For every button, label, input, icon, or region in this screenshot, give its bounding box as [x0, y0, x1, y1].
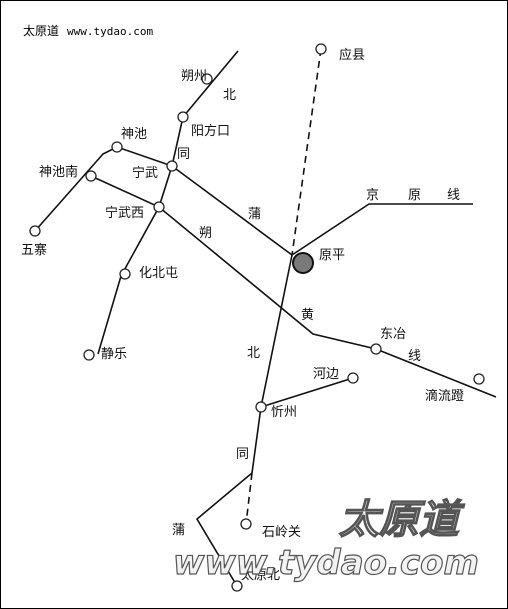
watermark: 太原道 www.tydao.com [172, 495, 479, 583]
station-yangfangkou-marker[interactable] [177, 111, 189, 123]
label-taiyuanbei: 太原北 [241, 568, 280, 583]
line-char-tong-south: 同 [236, 447, 249, 462]
label-shuozhou: 朔州 [181, 69, 207, 84]
station-yuanping-hub[interactable] [292, 252, 314, 274]
station-ningwuxi-marker[interactable] [153, 201, 165, 213]
station-shenchinan-marker[interactable] [85, 170, 97, 182]
label-yingxian: 应县 [339, 47, 365, 63]
line-char-yuan: 原 [408, 188, 421, 203]
line-char-huang: 黄 [301, 308, 314, 323]
station-shilingguan-marker[interactable] [240, 518, 252, 530]
station-jingle-marker[interactable] [83, 349, 95, 361]
label-dongye: 东冶 [380, 327, 406, 342]
label-huabeitun: 化北屯 [139, 266, 178, 281]
station-yingxian-marker[interactable] [315, 43, 327, 55]
label-hebian: 河边 [313, 367, 339, 382]
line-char-bei-south: 北 [247, 346, 260, 361]
station-dongye-marker[interactable] [370, 343, 382, 355]
label-yuanping: 原平 [319, 248, 345, 263]
line-char-xian-shuohuang: 线 [408, 349, 421, 364]
header-site-name: 太原道 [23, 23, 59, 38]
line-char-pu-north: 蒲 [248, 207, 261, 222]
station-taiyuanbei-marker[interactable] [231, 580, 243, 592]
watermark-title: 太原道 [339, 496, 465, 543]
station-dilianguo-marker[interactable] [473, 373, 485, 385]
header-site-url[interactable]: www.tydao.com [67, 25, 153, 38]
station-xinzhou-marker[interactable] [255, 401, 267, 413]
line-char-jing: 京 [366, 188, 379, 203]
line-jingyuan [291, 203, 473, 256]
label-shilingguan: 石岭关 [262, 525, 301, 540]
label-jingle: 静乐 [101, 347, 127, 362]
line-char-bei-north: 北 [223, 88, 236, 103]
line-ningwu-yuanping [171, 165, 293, 256]
label-yangfangkou: 阳方口 [191, 123, 230, 139]
station-shenchi-marker[interactable] [111, 141, 123, 153]
label-shenchi: 神池 [121, 127, 147, 142]
label-ningwu: 宁武 [132, 165, 158, 181]
line-shilingguan-spur [245, 472, 253, 525]
label-wuzhai: 五寨 [21, 242, 47, 258]
label-xinzhou: 忻州 [271, 405, 297, 420]
line-beitongpu-north [97, 50, 239, 355]
line-hebian-spur [260, 377, 354, 408]
label-shenchinan: 神池南 [39, 164, 78, 180]
line-yingxian-branch [291, 48, 322, 256]
line-char-xian-jingyuan: 线 [447, 188, 460, 203]
station-labels: 应县 朔州 阳方口 神池 神池南 宁武 宁武西 五寨 化北屯 静乐 原平 东冶 … [21, 47, 464, 583]
station-huabeitun-marker[interactable] [119, 268, 131, 280]
line-char-pu-south: 蒲 [172, 523, 185, 538]
station-markers [29, 43, 485, 592]
line-shuohuang [90, 175, 497, 398]
station-shuozhou-marker[interactable] [201, 73, 213, 85]
watermark-url: www.tydao.com [173, 543, 479, 583]
line-name-labels: 北 同 蒲 朔 黄 京 原 线 线 北 同 蒲 [172, 88, 460, 538]
station-wuzhai-marker[interactable] [29, 225, 41, 237]
label-ningwuxi: 宁武西 [105, 205, 144, 221]
line-shenchi-ningwu [116, 146, 173, 167]
line-char-shuo: 朔 [199, 226, 212, 241]
station-hebian-marker[interactable] [347, 372, 359, 384]
line-char-tong-north: 同 [177, 147, 190, 162]
label-dilianguo: 滴流蹬 [425, 388, 464, 404]
station-ningwu-marker[interactable] [166, 160, 178, 172]
